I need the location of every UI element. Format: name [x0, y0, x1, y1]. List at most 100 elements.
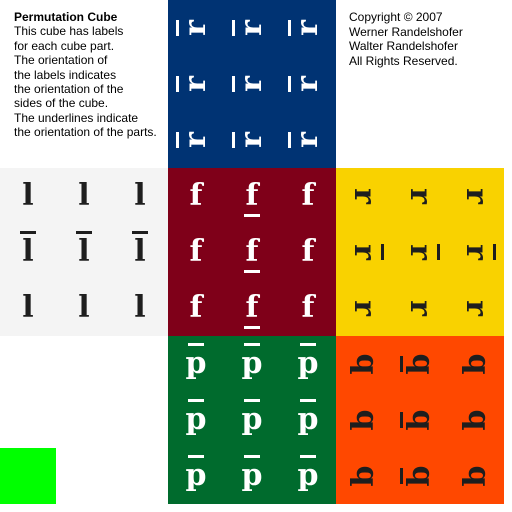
- face-cell: p: [280, 336, 336, 392]
- copyright-notice: Copyright © 2007 Werner Randelshofer Wal…: [349, 10, 509, 68]
- face-label-glyph: p: [297, 458, 319, 493]
- face-label-glyph: l: [22, 234, 34, 269]
- orientation-underline: [288, 20, 291, 36]
- face-cell: r: [224, 0, 280, 56]
- face-cell: f: [280, 224, 336, 280]
- face-cell: p: [224, 336, 280, 392]
- orientation-underline: [437, 244, 440, 260]
- face-cell: f: [280, 168, 336, 224]
- orientation-underline: [76, 231, 92, 234]
- face-cell: r: [336, 168, 392, 224]
- face-label-glyph: l: [78, 178, 90, 213]
- face-cell: p: [168, 448, 224, 504]
- description-line: the labels indicates: [14, 67, 117, 82]
- face-cell: r: [224, 56, 280, 112]
- face-cell: f: [224, 168, 280, 224]
- face-cell: b: [336, 448, 392, 504]
- face-label-glyph: p: [185, 458, 207, 493]
- face-cell: b: [336, 392, 392, 448]
- face-cell: l: [56, 168, 112, 224]
- face-label-glyph: f: [245, 290, 259, 325]
- face-cell: f: [168, 224, 224, 280]
- face-cell: r: [280, 0, 336, 56]
- face-label-glyph: f: [301, 178, 315, 213]
- face-cell: l: [56, 280, 112, 336]
- face-label-glyph: f: [189, 290, 203, 325]
- face-label-glyph: b: [346, 465, 381, 487]
- face-cell: f: [280, 280, 336, 336]
- copyright-line: Copyright © 2007: [349, 10, 443, 24]
- orientation-underline: [400, 412, 403, 428]
- face-cell: b: [392, 448, 448, 504]
- green-square: [0, 448, 56, 504]
- face-label-glyph: r: [459, 188, 494, 204]
- description-line: for each cube part.: [14, 38, 115, 53]
- face-label-glyph: l: [134, 290, 146, 325]
- orientation-underline: [188, 455, 204, 458]
- description-line: the orientation of the parts.: [14, 125, 157, 140]
- face-cell: b: [392, 336, 448, 392]
- orientation-underline: [381, 244, 384, 260]
- face-label-glyph: p: [185, 346, 207, 381]
- face-label-glyph: l: [78, 290, 90, 325]
- face-cell: r: [392, 168, 448, 224]
- orientation-underline: [300, 343, 316, 346]
- orientation-underline: [188, 399, 204, 402]
- description-line: This cube has labels: [14, 24, 124, 39]
- face-label-glyph: l: [134, 178, 146, 213]
- face-label-glyph: p: [241, 402, 263, 437]
- face-label-glyph: r: [459, 300, 494, 316]
- face-label-glyph: f: [189, 234, 203, 269]
- face-cell: p: [168, 392, 224, 448]
- face-cell: r: [168, 112, 224, 168]
- face-cell: l: [112, 168, 168, 224]
- orientation-underline: [288, 132, 291, 148]
- orientation-underline: [244, 455, 260, 458]
- face-cell: r: [168, 56, 224, 112]
- face-cell: b: [448, 336, 504, 392]
- face-cell: f: [224, 280, 280, 336]
- face-label-glyph: r: [347, 188, 382, 204]
- face-cell: r: [448, 280, 504, 336]
- face-label-glyph: r: [403, 300, 438, 316]
- description-text: Permutation Cube This cube has labels fo…: [14, 10, 170, 140]
- face-cell: l: [112, 224, 168, 280]
- orientation-underline: [244, 270, 260, 273]
- face-cell: p: [280, 448, 336, 504]
- description-line: The underlines indicate: [14, 110, 139, 125]
- face-label-glyph: p: [297, 402, 319, 437]
- face-label-glyph: p: [297, 346, 319, 381]
- description-line: sides of the cube.: [14, 96, 109, 111]
- orientation-underline: [244, 214, 260, 217]
- face-cell: f: [168, 280, 224, 336]
- face-label-glyph: b: [346, 353, 381, 375]
- face-cell: r: [392, 280, 448, 336]
- face-cell: r: [168, 0, 224, 56]
- face-label-glyph: l: [22, 290, 34, 325]
- copyright-line: All Rights Reserved.: [349, 53, 458, 68]
- face-cell: b: [336, 336, 392, 392]
- orientation-underline: [20, 231, 36, 234]
- face-cell: r: [392, 224, 448, 280]
- orientation-underline: [244, 326, 260, 329]
- orientation-underline: [493, 244, 496, 260]
- face-label-glyph: b: [458, 353, 493, 375]
- face-cell: p: [224, 392, 280, 448]
- face-label-glyph: l: [22, 178, 34, 213]
- face-label-glyph: l: [78, 234, 90, 269]
- face-label-glyph: b: [458, 409, 493, 431]
- face-cell: r: [280, 56, 336, 112]
- face-cell: l: [0, 168, 56, 224]
- copyright-line: Werner Randelshofer: [349, 24, 463, 39]
- face-label-glyph: r: [347, 300, 382, 316]
- face-label-glyph: b: [458, 465, 493, 487]
- orientation-underline: [232, 132, 235, 148]
- face-cell: r: [336, 280, 392, 336]
- face-label-glyph: p: [241, 346, 263, 381]
